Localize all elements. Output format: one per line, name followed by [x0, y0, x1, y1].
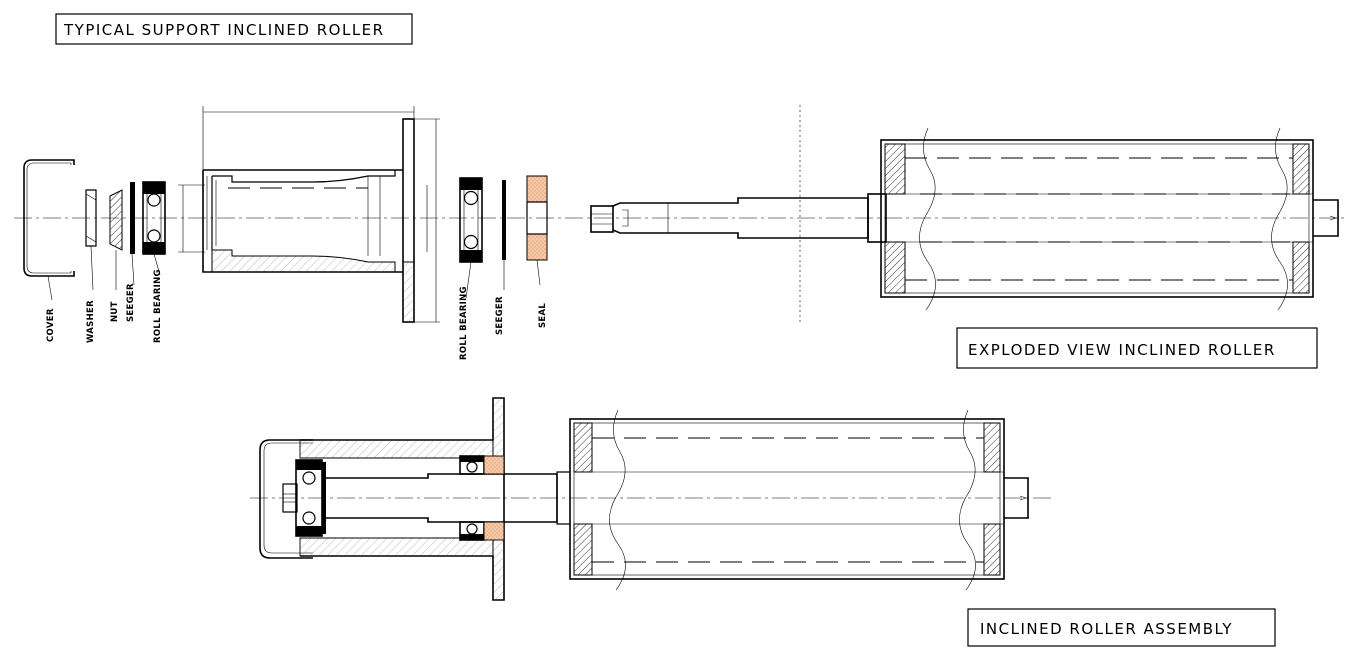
assembly-housing: [299, 397, 505, 601]
seal-label: SEAL: [538, 303, 548, 328]
roll-bearing-1-label: ROLL BEARING: [153, 269, 163, 343]
main-title: TYPICAL SUPPORT INCLINED ROLLER: [63, 21, 385, 39]
seeger-1-part: [130, 182, 135, 286]
seeger-2-part: [502, 180, 506, 290]
assembly-bearing-left: [295, 459, 326, 537]
seal-part: [526, 175, 548, 286]
assembly-seal: [483, 455, 505, 541]
roll-bearing-1-part: [142, 181, 166, 276]
assembly-title: INCLINED ROLLER ASSEMBLY: [980, 620, 1233, 638]
assembly-title-box: INCLINED ROLLER ASSEMBLY: [967, 608, 1276, 647]
exploded-title: EXPLODED VIEW INCLINED ROLLER: [968, 341, 1276, 359]
cover-label: COVER: [46, 308, 56, 342]
exploded-roller-tube: [799, 105, 1339, 325]
roll-bearing-2-part: [459, 177, 483, 299]
housing-part: [178, 106, 440, 323]
washer-label: WASHER: [86, 300, 96, 343]
seeger-2-label: SEEGER: [495, 296, 505, 335]
nut-label: NUT: [110, 301, 120, 322]
roll-bearing-2-label: ROLL BEARING: [459, 286, 469, 360]
assembly-roller-tube: [569, 409, 1029, 591]
nut-part: [109, 189, 123, 290]
assembly-shaft: [282, 471, 570, 525]
seeger-1-label: SEEGER: [126, 283, 136, 322]
exploded-title-box: EXPLODED VIEW INCLINED ROLLER: [956, 327, 1318, 369]
cover-part: [23, 159, 75, 301]
washer-part: [85, 189, 97, 291]
assembly-cover: [259, 439, 313, 559]
main-title-box: TYPICAL SUPPORT INCLINED ROLLER: [55, 13, 413, 45]
